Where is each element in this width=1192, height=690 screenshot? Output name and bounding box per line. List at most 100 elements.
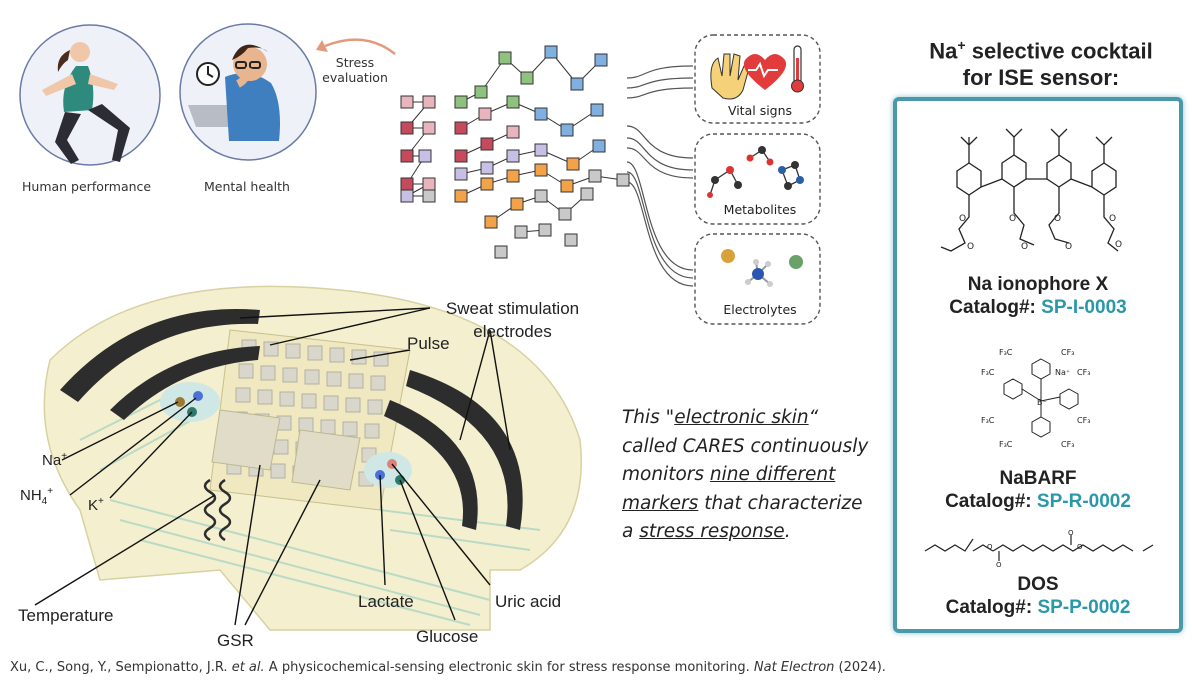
network-node [400, 149, 414, 163]
network-node [480, 137, 494, 151]
network-node [534, 143, 548, 157]
network-node [454, 189, 468, 203]
svg-text:O: O [987, 543, 993, 551]
network-node [454, 95, 468, 109]
network-node [400, 95, 414, 109]
pulse-electrode [235, 387, 251, 403]
network-node [480, 161, 494, 175]
network-node [474, 85, 488, 99]
svg-text:O: O [1054, 214, 1061, 224]
pulse-electrode [329, 347, 345, 363]
pulse-electrode [370, 375, 386, 391]
network-node [478, 107, 492, 121]
network-node [616, 173, 630, 187]
catalog-link-dos[interactable]: SP-P-0002 [1037, 597, 1131, 618]
pulse-electrode [270, 463, 286, 479]
human-performance-label: Human performance [22, 179, 152, 194]
svg-text:F₃C: F₃C [999, 440, 1013, 449]
hand-icon [710, 53, 750, 100]
na-label: Na+ [42, 451, 68, 469]
top-illustrations [19, 23, 317, 166]
temperature-sensor [203, 478, 217, 542]
svg-text:F₃C: F₃C [981, 368, 995, 377]
pulse-electrode [282, 367, 298, 383]
network-node [570, 77, 584, 91]
product-panel: O O O O O O O O Na ionophore X Catalog#: SP-I-… [893, 97, 1183, 633]
svg-text:CF₃: CF₃ [1077, 416, 1090, 425]
network-node [484, 215, 498, 229]
k-label: K+ [88, 496, 104, 514]
network-node [538, 223, 552, 237]
network-node [494, 245, 508, 259]
network-node [588, 169, 602, 183]
network-node [514, 225, 528, 239]
catalog-link-ionophore[interactable]: SP-I-0003 [1041, 297, 1127, 318]
svg-text:O: O [967, 242, 974, 252]
pulse-electrode [367, 399, 383, 415]
sweat-electrode-left-1 [60, 309, 260, 402]
network-node [558, 207, 572, 221]
thermometer-icon [791, 45, 804, 93]
catalog-link-nabarf[interactable]: SP-R-0002 [1036, 491, 1131, 512]
network-node [592, 139, 606, 153]
nh4-label: NH4+ [20, 486, 54, 507]
network-node [400, 121, 414, 135]
svg-text:O: O [959, 214, 966, 224]
svg-text:Na⁺: Na⁺ [1055, 368, 1070, 377]
stress-arrow-icon [316, 38, 396, 55]
svg-text:O: O [996, 561, 1002, 569]
electronic-skin-device [34, 285, 582, 631]
svg-text:O: O [1009, 214, 1016, 224]
svg-text:B⁻: B⁻ [1037, 398, 1047, 407]
network-node [498, 51, 512, 65]
mental-health-label: Mental health [204, 179, 290, 194]
product-nabarf: NaBARF Catalog#: SP-R-0002 [945, 468, 1131, 512]
network-node [480, 177, 494, 191]
sweat-electrode-right-1 [406, 370, 523, 530]
svg-text:O: O [1109, 214, 1116, 224]
pulse-electrode [301, 393, 317, 409]
sweat-electrode-left-2 [110, 346, 260, 420]
cares-description: This "electronic skin“ called CARES cont… [622, 407, 869, 542]
atom-dots-icon [707, 146, 804, 198]
gsr-label: GSR [217, 631, 254, 650]
ion-icon [721, 249, 803, 287]
pulse-electrode [307, 345, 323, 361]
network-node [454, 149, 468, 163]
pulse-electrode [257, 389, 273, 405]
uric-acid-label: Uric acid [495, 592, 562, 611]
vital-signs-label: Vital signs [727, 103, 793, 118]
gsr-sensor-pads [211, 409, 361, 491]
network-node [544, 45, 558, 59]
svg-text:O: O [1021, 242, 1028, 252]
metabolites-label: Metabolites [723, 202, 797, 217]
network-node [534, 107, 548, 121]
leader-lines [34, 307, 511, 626]
product-ionophore: Na ionophore X Catalog#: SP-I-0003 [949, 274, 1127, 318]
runner-illustration [19, 24, 161, 166]
pulse-electrode [345, 397, 361, 413]
network-node [580, 187, 594, 201]
network-node [566, 157, 580, 171]
pulse-electrode [263, 341, 279, 357]
sweat-electrode-right-2 [384, 400, 478, 530]
svg-text:CF₃: CF₃ [1061, 440, 1074, 449]
network-node [422, 177, 436, 191]
heart-icon [743, 54, 787, 90]
svg-text:O: O [1065, 242, 1072, 252]
citation: Xu, C., Song, Y., Sempionatto, J.R. et a… [10, 660, 886, 675]
network-node [400, 177, 414, 191]
svg-text:CF₃: CF₃ [1077, 368, 1090, 377]
network-node [506, 149, 520, 163]
network-node [506, 95, 520, 109]
cards-graphic [694, 34, 821, 325]
pulse-electrode [326, 371, 342, 387]
pulse-electrode [304, 369, 320, 385]
svg-text:F₃C: F₃C [981, 416, 995, 425]
network-node [560, 123, 574, 137]
pulse-electrode [279, 391, 295, 407]
network-node [400, 189, 414, 203]
metabolite-sensor-cluster [364, 452, 412, 488]
